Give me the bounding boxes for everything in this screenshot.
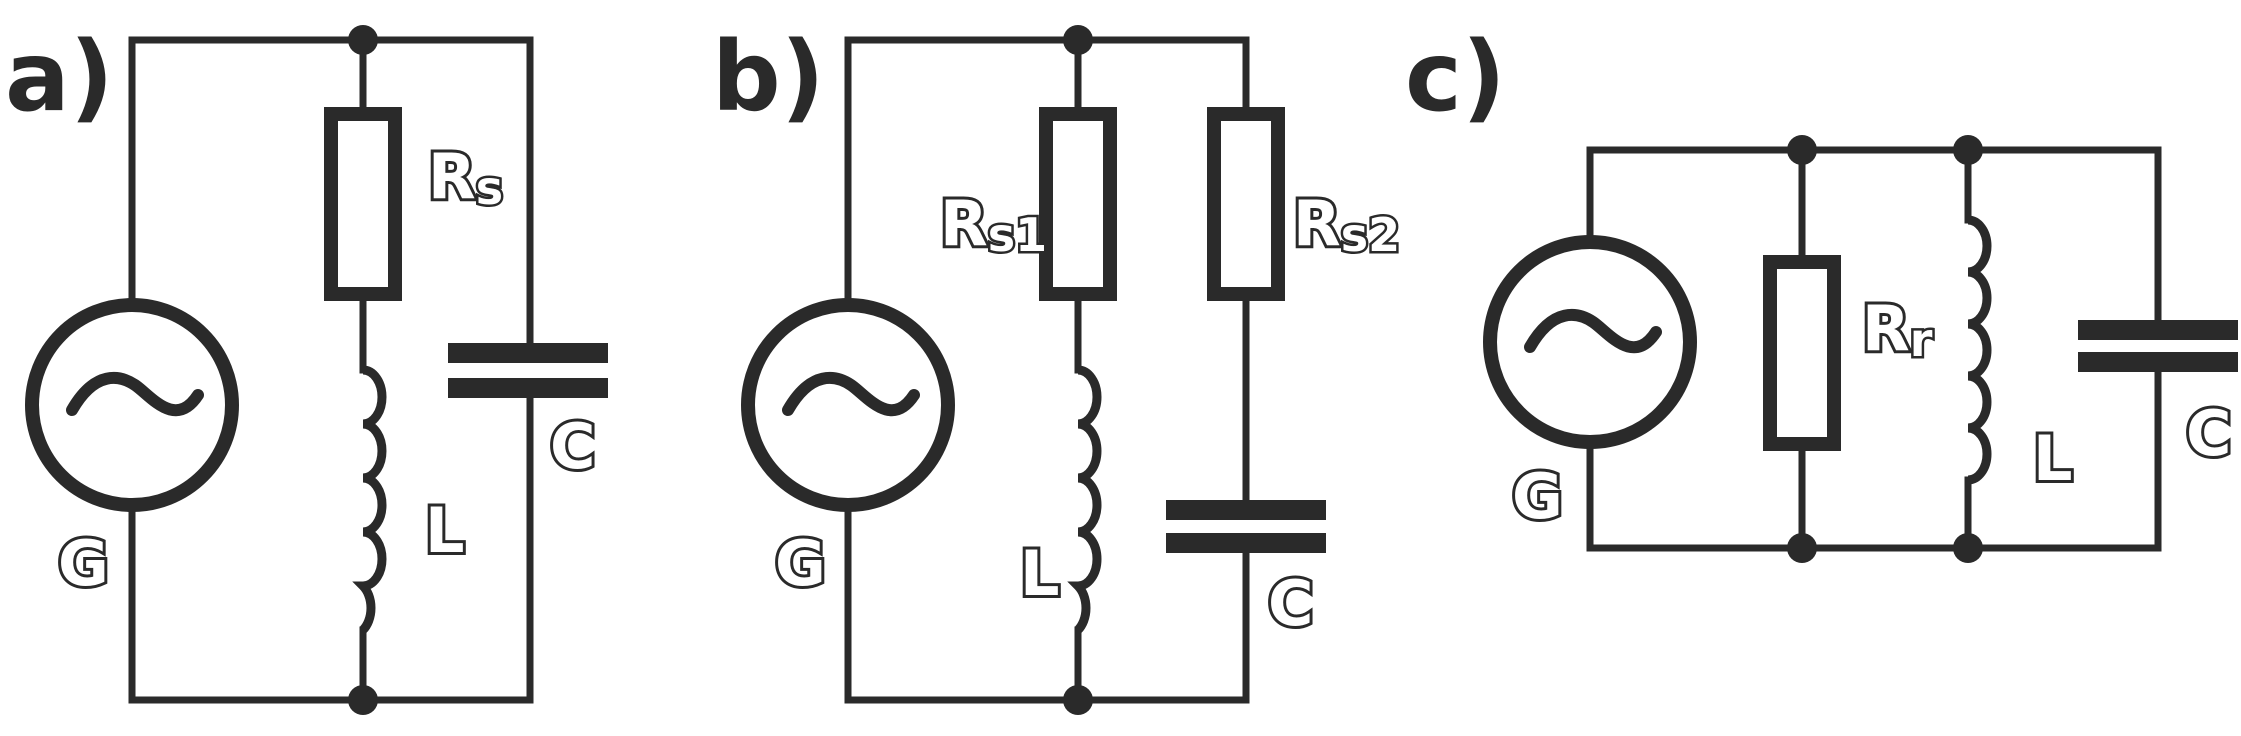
panel-a-capacitor bbox=[448, 343, 608, 398]
panel-c: c) Rr L C G bbox=[1405, 21, 2238, 563]
panel-a-capacitor-label: C bbox=[550, 410, 596, 483]
panel-b-node-bottom bbox=[1063, 685, 1093, 715]
panel-a-inductor-label: L bbox=[425, 494, 465, 567]
panel-b-inductor-label: L bbox=[1020, 537, 1060, 610]
panel-c-resistor-label: Rr bbox=[1862, 292, 1933, 367]
panel-label-c: c) bbox=[1405, 21, 1506, 133]
panel-b: b) Rs1 Rs2 L C G bbox=[712, 21, 1403, 715]
panel-a-inductor bbox=[352, 365, 387, 634]
panel-a-generator bbox=[25, 298, 239, 512]
panel-b-generator-label: G bbox=[775, 527, 826, 600]
panel-c-capacitor-label: C bbox=[2186, 397, 2232, 470]
panel-b-generator bbox=[741, 298, 955, 512]
panel-b-resistor-2-label: Rs2 bbox=[1293, 187, 1400, 262]
panel-c-resistor bbox=[1763, 255, 1841, 451]
panel-label-a: a) bbox=[5, 21, 114, 133]
panel-c-inductor bbox=[1967, 215, 1992, 485]
panel-c-capacitor bbox=[2078, 320, 2238, 372]
panel-c-wires bbox=[1586, 146, 2162, 552]
panel-a-generator-label: G bbox=[58, 527, 109, 600]
panel-a-node-top bbox=[348, 25, 378, 55]
panel-b-capacitor bbox=[1166, 500, 1326, 553]
panel-b-resistor-1 bbox=[1039, 107, 1117, 301]
panel-a-resistor-label: Rs bbox=[428, 140, 503, 215]
panel-b-capacitor-label: C bbox=[1268, 567, 1314, 640]
panel-label-b: b) bbox=[712, 21, 825, 133]
panel-b-resistor-2 bbox=[1207, 107, 1285, 301]
panel-a-resistor bbox=[324, 107, 402, 301]
panel-c-node-bottom-2 bbox=[1953, 533, 1983, 563]
panel-b-node-top bbox=[1063, 25, 1093, 55]
panel-b-inductor bbox=[1067, 365, 1102, 634]
panel-a-node-bottom bbox=[348, 685, 378, 715]
panel-b-resistor-1-label: Rs1 bbox=[940, 187, 1047, 262]
panel-c-node-top-2 bbox=[1953, 135, 1983, 165]
panel-c-inductor-label: L bbox=[2033, 422, 2073, 495]
panel-c-generator bbox=[1483, 235, 1697, 449]
panel-a: a) Rs L C G bbox=[5, 21, 608, 715]
panel-c-generator-label: G bbox=[1512, 460, 1563, 533]
panel-c-node-bottom-1 bbox=[1787, 533, 1817, 563]
panel-c-node-top-1 bbox=[1787, 135, 1817, 165]
